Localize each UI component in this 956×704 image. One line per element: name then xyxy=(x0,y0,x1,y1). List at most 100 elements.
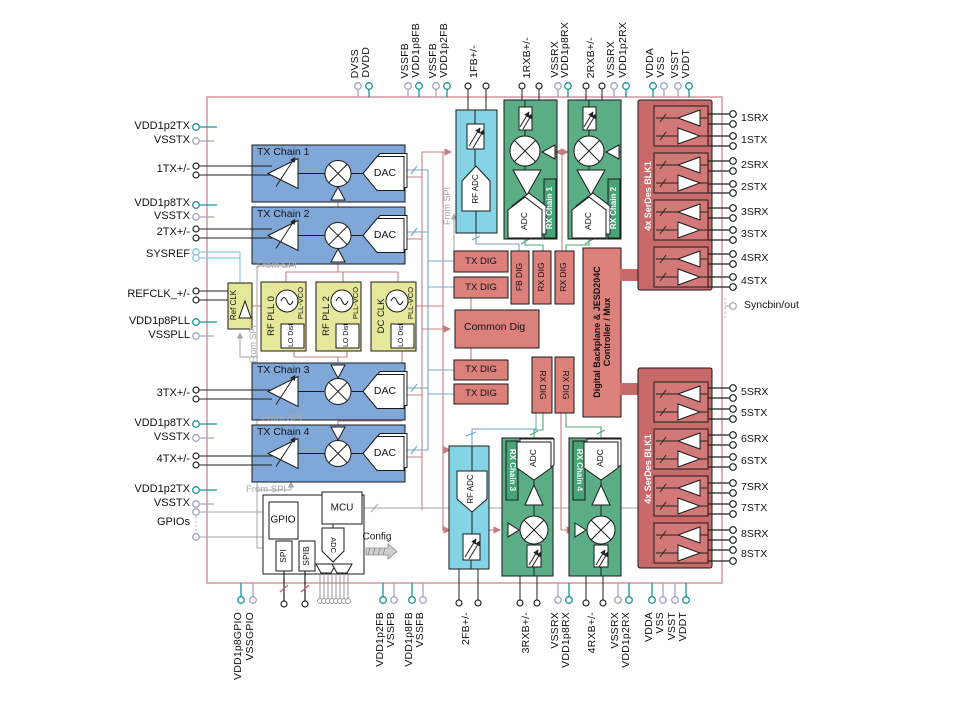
dac-label: DAC xyxy=(373,167,397,180)
tx-chain-1-title: TX Chain 1 xyxy=(257,146,310,158)
tx-chain-2-title: TX Chain 2 xyxy=(257,208,310,220)
red-wires xyxy=(252,148,574,534)
rf-adc-icon xyxy=(461,165,491,212)
bottom-pins xyxy=(237,571,690,608)
serdes-top-label: 4x SerDes BLK1 xyxy=(642,161,653,231)
right-pins xyxy=(708,110,737,565)
common-dig-label: Common Dig xyxy=(464,321,526,333)
from-spi-note: From SPI xyxy=(441,187,452,226)
amp-icon xyxy=(266,375,299,408)
config-arrow-icon xyxy=(365,543,398,560)
pin-label-2srx: 2SRX xyxy=(741,159,769,171)
jesd-block-label: Digital Backplane & JESD204C Controller … xyxy=(502,232,702,432)
pin-label-3stx: 3STX xyxy=(741,228,768,240)
lo-buffer-icon xyxy=(330,185,346,201)
dac-label: DAC xyxy=(373,229,397,242)
pin-label-4srx: 4SRX xyxy=(741,252,769,264)
pin-label-vdd1p8rx: VDD1p8RX xyxy=(560,612,572,668)
config-label: Config xyxy=(362,531,392,543)
lo-dist-label: LO Dist xyxy=(287,323,295,347)
pin-label-vdd1p8fb: VDD1p8FB xyxy=(410,23,422,78)
amp-icon xyxy=(266,157,299,190)
pin-label-4tx: 4TX+/- xyxy=(156,453,190,465)
lo-dist-label: LO Dist xyxy=(397,323,405,347)
pin-label-vdd1p2tx: VDD1p2TX xyxy=(134,483,190,495)
amp-icon xyxy=(591,483,611,506)
pin-label-syncb: Syncbin/out xyxy=(744,299,799,311)
amp-icon xyxy=(512,169,542,197)
pin-label-vddt: VDDT xyxy=(680,48,692,78)
lo-buffer-icon xyxy=(604,144,620,160)
pin-label-vdd1p8pll: VDD1p8PLL xyxy=(128,315,190,327)
adc-label: ADC xyxy=(519,212,530,230)
pin-label-vsstx: VSSTX xyxy=(153,431,190,443)
dac-label: DAC xyxy=(373,447,397,460)
lo-buffer-icon xyxy=(540,144,556,160)
pin-label-8srx: 8SRX xyxy=(741,528,769,540)
tx-dig-label: TX DIG xyxy=(465,363,497,375)
spi-line-slashes xyxy=(279,584,310,593)
pin-label-2fb: 2FB+/- xyxy=(460,612,472,646)
left-pins xyxy=(192,123,217,541)
pin-label-5srx: 5SRX xyxy=(741,386,769,398)
serdes-buffer-icons xyxy=(676,109,702,562)
tx-chain-symbols xyxy=(199,153,408,471)
pin-label-5stx: 5STX xyxy=(741,407,768,419)
tx-dig-label: TX DIG xyxy=(465,281,497,293)
pin-label-gpios: GPIOs xyxy=(156,516,190,528)
pin-label-8stx: 8STX xyxy=(741,548,768,560)
aux-adc-label: ADC xyxy=(329,537,339,553)
mcu-block-label: MCU xyxy=(330,502,354,514)
pin-label-2stx: 2STX xyxy=(741,181,768,193)
from-spi-note: From SPI xyxy=(247,325,258,364)
tx-chain-3-title: TX Chain 3 xyxy=(257,364,310,376)
amp-icon xyxy=(266,437,299,470)
pin-label-1tx: 1TX+/- xyxy=(156,163,190,175)
pin-label-3tx: 3TX+/- xyxy=(156,387,190,399)
fb-chain-symbols xyxy=(456,89,491,600)
rf-adc-label: RF ADC xyxy=(466,474,476,504)
serdes-bottom-label: 4x SerDes BLK1 xyxy=(642,434,653,504)
amp-icon xyxy=(576,169,606,197)
dac-icon xyxy=(362,436,405,471)
jesd-line2: Controller / Mux xyxy=(602,297,612,367)
adc-icon xyxy=(516,441,552,481)
dac-icon xyxy=(362,374,405,409)
from-spi-note: From SPI xyxy=(256,259,298,271)
dac-icon xyxy=(362,156,405,191)
pin-label-vddt: VDDT xyxy=(677,612,689,642)
adc-icon xyxy=(583,441,619,481)
pin-label-vdd1p8tx: VDD1p8TX xyxy=(134,197,190,209)
tx-dig-label: TX DIG xyxy=(465,387,497,399)
pin-label-refclk: REFCLK_+/- xyxy=(127,288,190,300)
pin-label-4rxb: 4RXB+/- xyxy=(586,612,598,654)
pin-label-6srx: 6SRX xyxy=(741,433,769,445)
pin-label-7srx: 7SRX xyxy=(741,481,769,493)
lo-buffer-icon xyxy=(574,522,587,538)
tx-dig-label: TX DIG xyxy=(465,255,497,267)
rx-chain-symbols xyxy=(507,89,622,600)
pin-label-vss: VSS xyxy=(654,612,666,634)
pin-label-1srx: 1SRX xyxy=(741,112,769,124)
refclk-buffer-icon xyxy=(238,299,252,319)
pin-label-3rxb: 3RXB+/- xyxy=(520,612,532,654)
amp-icon xyxy=(266,219,299,252)
green-wires xyxy=(520,238,606,438)
pin-label-vssgpio: VSSGPIO xyxy=(244,612,256,661)
mcu-block xyxy=(262,491,365,575)
pin-label-dvdd: DVDD xyxy=(360,47,372,78)
lo-buffer-icon xyxy=(330,426,346,442)
top-pins xyxy=(354,82,693,98)
tx-chain-4-title: TX Chain 4 xyxy=(257,426,310,438)
dac-label: DAC xyxy=(373,385,397,398)
pin-label-vdd1p2fb: VDD1p2FB xyxy=(438,23,450,78)
jesd-line1: Digital Backplane & JESD204C xyxy=(591,266,602,398)
pin-label-1stx: 1STX xyxy=(741,134,768,146)
lo-buffer-icon xyxy=(330,364,346,380)
lo-dist-label: LO Dist xyxy=(342,323,350,347)
pin-label-1fb: 1FB+/- xyxy=(468,44,480,78)
pin-label-1rxb: 1RXB+/- xyxy=(521,36,533,78)
pin-label-vdd1p8tx: VDD1p8TX xyxy=(134,417,190,429)
